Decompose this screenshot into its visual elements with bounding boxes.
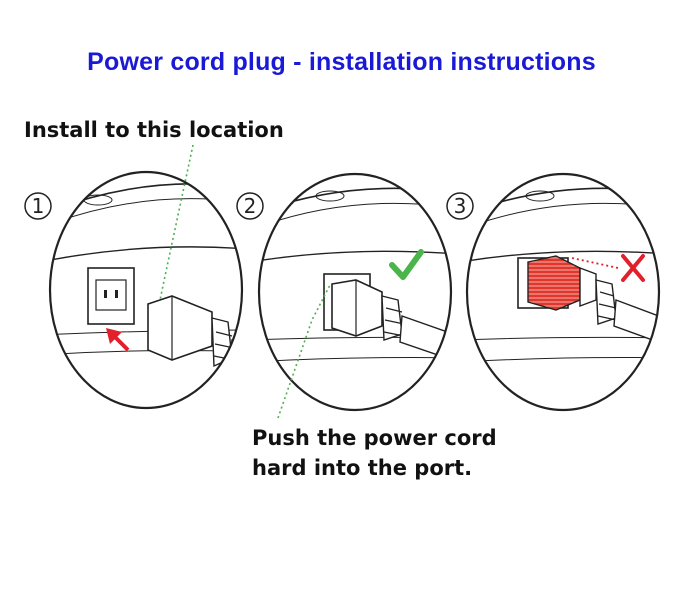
step-1-badge xyxy=(24,192,52,220)
step-3-panel: 3 xyxy=(446,172,661,412)
step-3-badge xyxy=(446,192,474,220)
green-check-icon xyxy=(389,249,424,280)
red-cross-icon xyxy=(621,254,645,282)
push-instruction-line-2: hard into the port. xyxy=(252,456,473,480)
install-location-label: Install to this location xyxy=(24,118,284,142)
step-3-number: 3 xyxy=(454,194,467,218)
step-1-number: 1 xyxy=(32,194,45,218)
step-2-panel: 2 xyxy=(236,172,453,412)
step-2-number: 2 xyxy=(244,194,257,218)
red-arrow-icon xyxy=(106,328,130,352)
page-title: Power cord plug - installation instructi… xyxy=(87,48,596,76)
push-instruction-line-1: Push the power cord xyxy=(252,426,497,450)
step-1-panel: 1 xyxy=(24,170,244,410)
install-leader-line xyxy=(159,144,194,301)
step-2-badge xyxy=(236,192,264,220)
